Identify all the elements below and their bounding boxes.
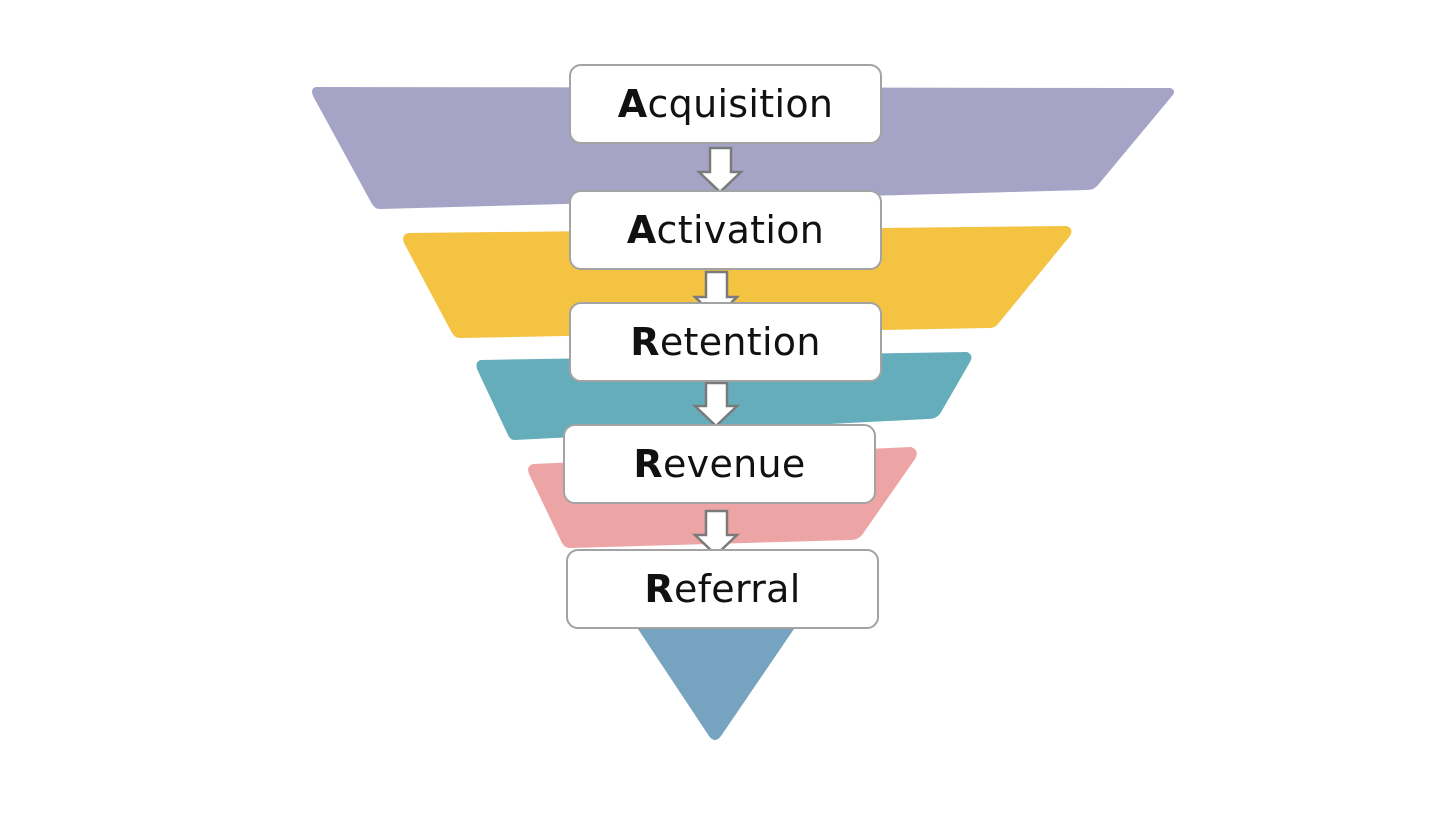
- stage-initial: R: [630, 320, 660, 364]
- funnel-band-referral: [636, 626, 796, 740]
- arrow-down-icon: [695, 146, 745, 194]
- stage-label-rest: cquisition: [647, 82, 834, 126]
- stage-initial: R: [633, 442, 663, 486]
- stage-initial: A: [626, 208, 657, 252]
- stage-label-rest: evenue: [662, 442, 806, 486]
- arrow-down-icon: [691, 381, 741, 428]
- arrow-down-icon: [691, 509, 741, 557]
- stage-label-rest: etention: [659, 320, 821, 364]
- stage-initial: A: [617, 82, 648, 126]
- stage-initial: R: [644, 567, 674, 611]
- funnel-band-acquisition: [312, 87, 1175, 209]
- stage-label-rest: ctivation: [656, 208, 825, 252]
- stage-label-rest: eferral: [673, 567, 801, 611]
